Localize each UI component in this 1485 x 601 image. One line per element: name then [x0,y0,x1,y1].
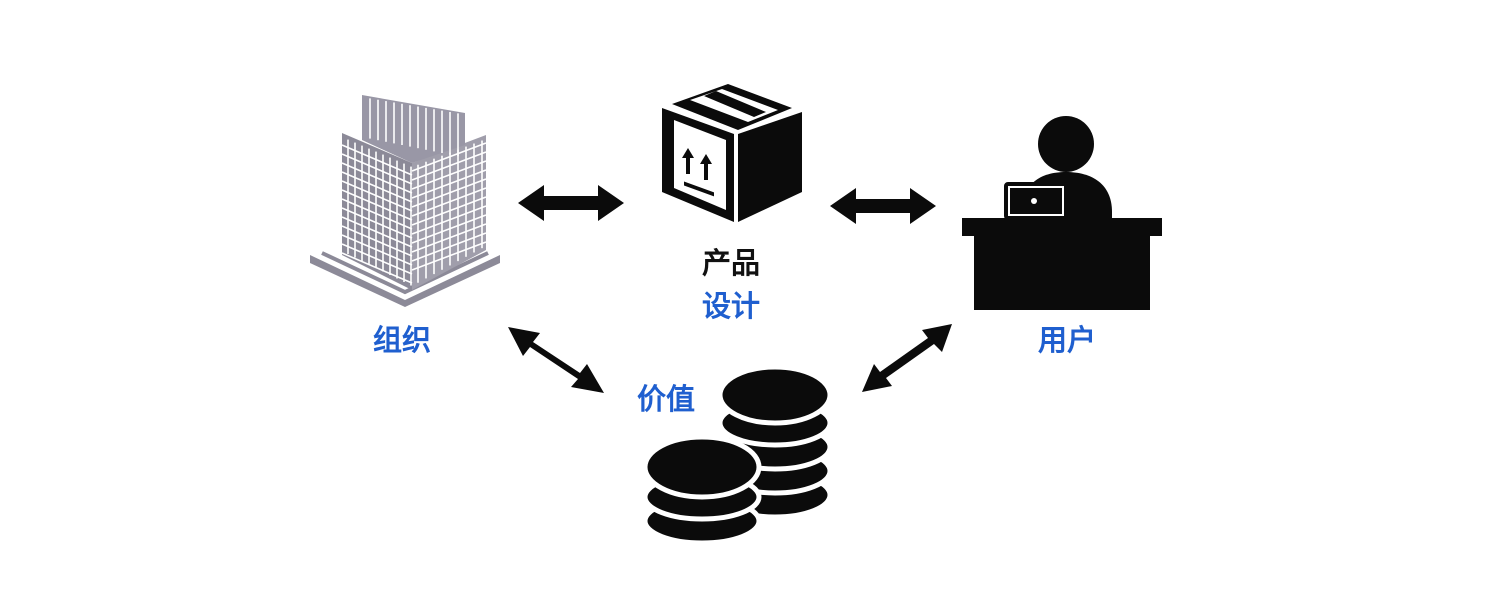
value-label: 价值 [637,382,696,416]
coin-stacks-icon [642,364,833,546]
office-building-icon [310,95,500,307]
arrow-product-user [830,188,936,224]
user-label: 用户 [1038,323,1097,357]
arrow-organization-product [518,185,624,221]
arrow-user-value [862,324,952,392]
arrow-organization-value [508,327,604,393]
package-box-icon [662,84,802,222]
design-label: 设计 [702,289,761,323]
product-label: 产品 [702,246,761,280]
organization-label: 组织 [373,323,432,357]
user-at-desk-icon [962,116,1162,310]
